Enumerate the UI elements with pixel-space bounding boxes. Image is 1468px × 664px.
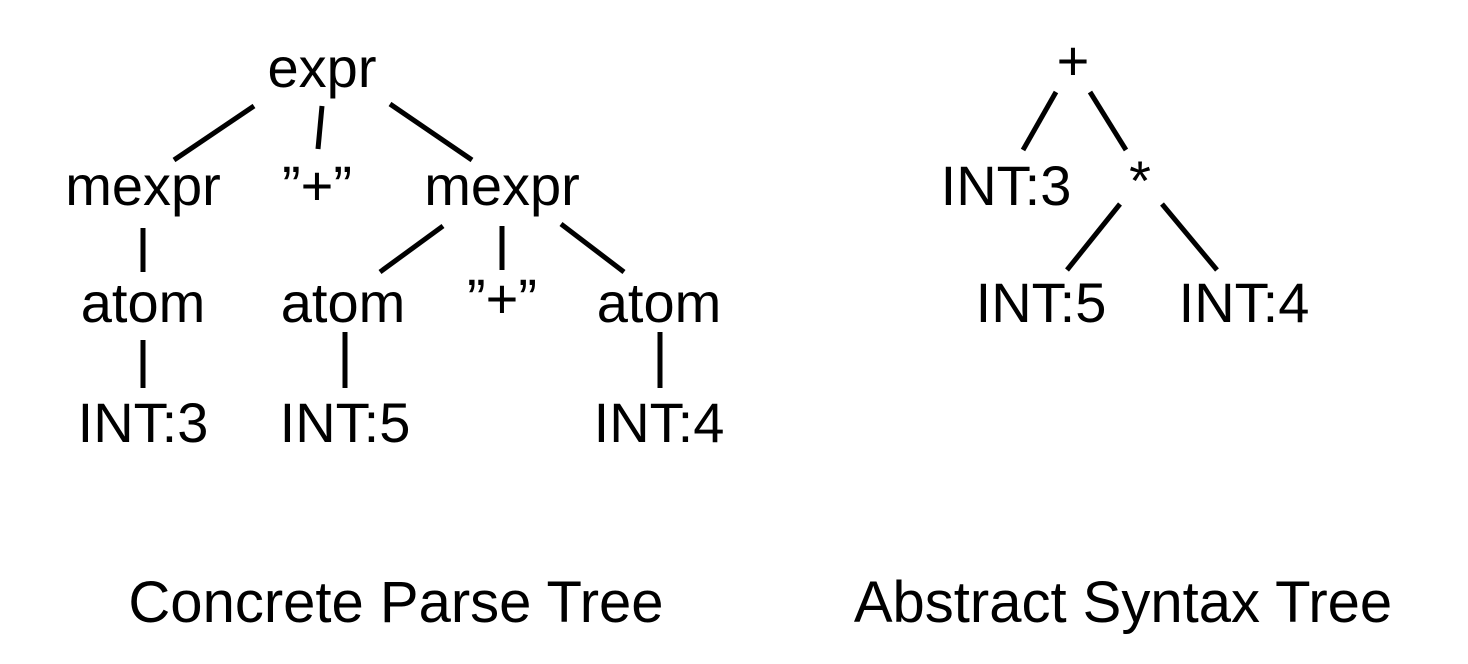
node-int-3: INT:3 [941, 154, 1072, 217]
node-int-3: INT:3 [78, 391, 209, 454]
node-int-4: INT:4 [1179, 271, 1310, 334]
edge-plus-int3 [1020, 90, 1059, 152]
node-int-4: INT:4 [594, 391, 725, 454]
edge-plus-times [1087, 90, 1129, 152]
node-atom-1: atom [81, 271, 206, 334]
node-times-operator: * [1129, 149, 1151, 212]
edge-expr-mexpr-right [388, 101, 474, 163]
node-atom-3: atom [597, 271, 722, 334]
node-int-5: INT:5 [976, 271, 1107, 334]
caption-abstract-syntax-tree: Abstract Syntax Tree [854, 570, 1392, 635]
caption-concrete-parse-tree: Concrete Parse Tree [128, 570, 663, 635]
edge-times-int4 [1160, 202, 1219, 272]
node-mexpr-left: mexpr [65, 154, 221, 217]
node-expr: expr [268, 36, 377, 99]
edge-mexpr-right-atom-right [559, 222, 626, 274]
node-mexpr-right: mexpr [424, 154, 580, 217]
edge-times-int5 [1065, 202, 1122, 272]
abstract-syntax-tree: + INT:3 * INT:5 INT:4 Abstract Syntax Tr… [854, 29, 1392, 635]
edge-expr-plus [315, 105, 325, 150]
concrete-parse-tree: expr mexpr ”+” mexpr atom atom ”+” atom … [65, 36, 724, 635]
node-atom-2: atom [281, 271, 406, 334]
node-plus-literal-mid: ”+” [467, 267, 537, 330]
edge-expr-mexpr-left [172, 103, 256, 163]
node-plus-literal-top: ”+” [282, 154, 352, 217]
node-int-5: INT:5 [280, 391, 411, 454]
edge-mexpr-right-atom-left [378, 223, 445, 275]
node-plus-operator: + [1057, 29, 1090, 92]
